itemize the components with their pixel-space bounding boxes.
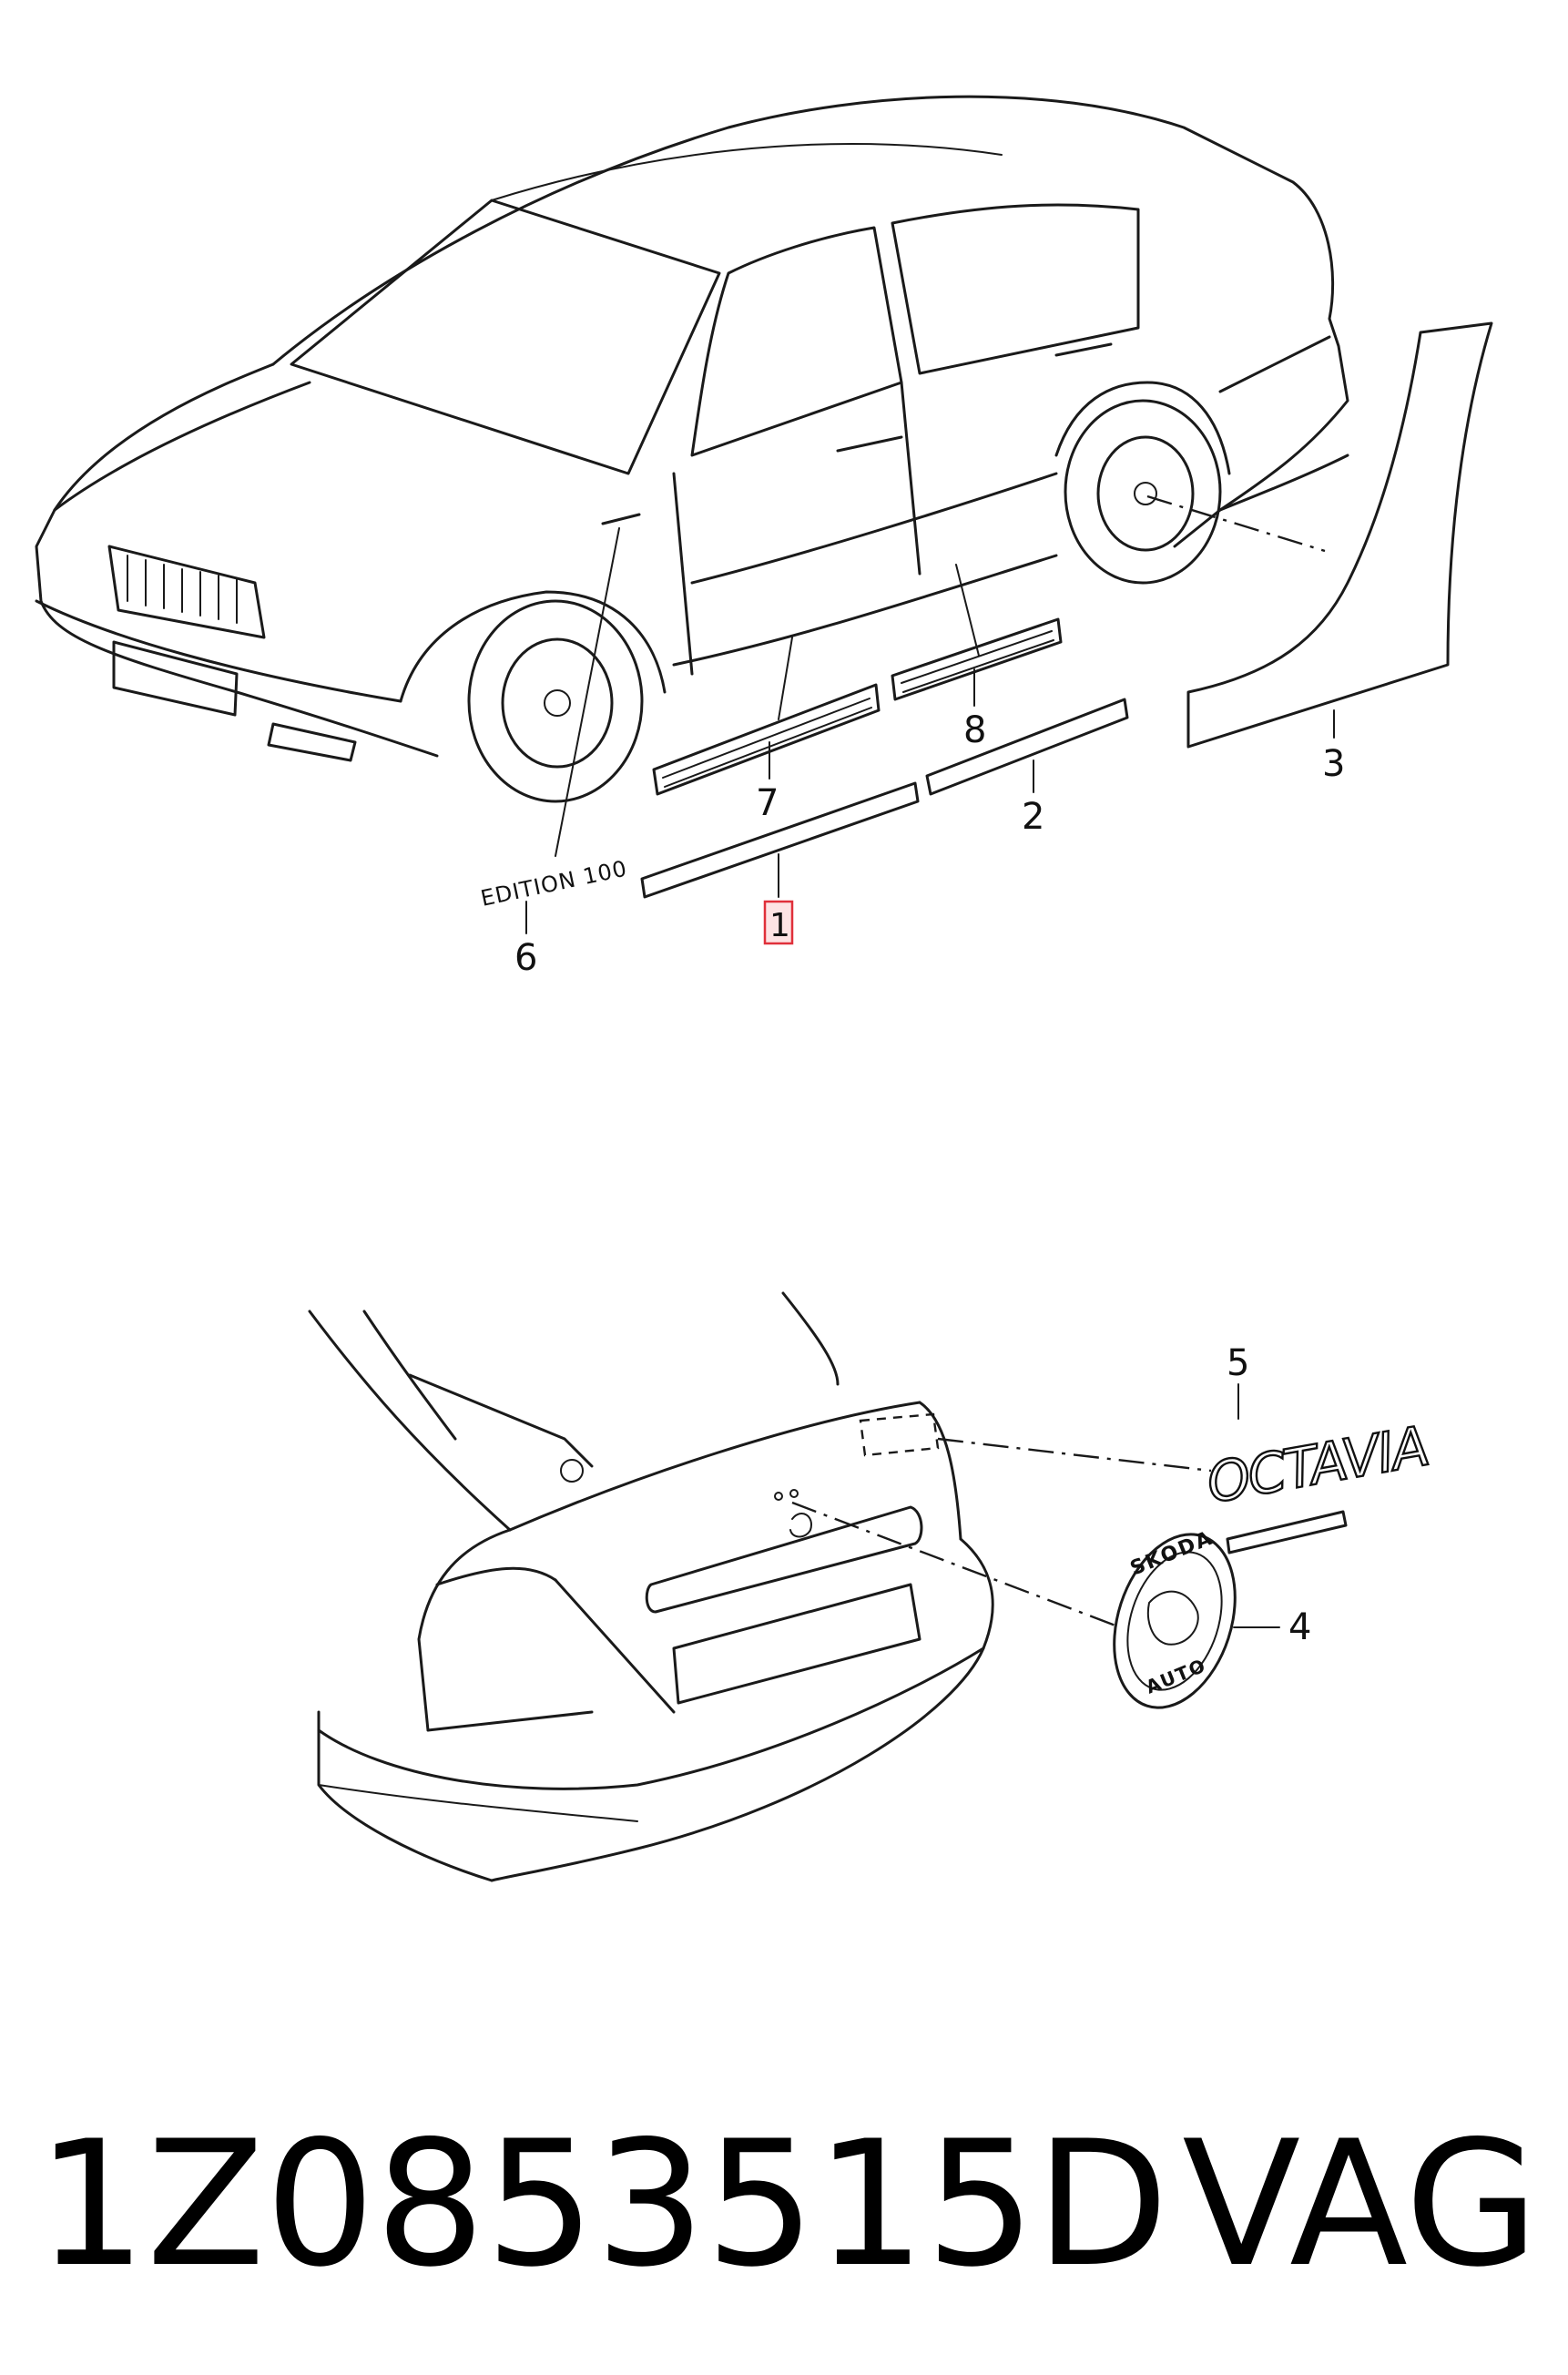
callout-5: 5 [1227, 1342, 1249, 1384]
callout-8: 8 [963, 709, 986, 751]
callout-1: 1 [769, 907, 790, 944]
callout-7: 7 [756, 782, 779, 824]
moulding-part-8 [891, 564, 1063, 707]
part-footer: 1Z0853515D VAG [36, 2095, 1539, 2313]
brand-label: VAG [1182, 2103, 1539, 2305]
skoda-badge-top-text: SKODA [1127, 1526, 1217, 1580]
edition-decal-text: EDITION 100 [478, 855, 629, 911]
panel-part-3 [1146, 321, 1493, 749]
parts-diagram: 7 8 2 3 6 1 EDITION 100 [35, 95, 1493, 1882]
car-rear-view [308, 1291, 1212, 1882]
highlight-box [763, 900, 794, 945]
moulding-part-7 [652, 637, 881, 796]
octavia-badge-part-5: OCTAVIA [1201, 1383, 1433, 1554]
skoda-badge-part-4: SKODA AUTO [1113, 1526, 1280, 1709]
octavia-badge-text: OCTAVIA [1202, 1414, 1432, 1515]
moulding-part-2 [925, 698, 1129, 796]
part-number: 1Z0853515D [36, 2103, 1169, 2305]
callout-1-highlight: 1 [763, 900, 794, 945]
skoda-badge-bottom-text: AUTO [1143, 1654, 1210, 1697]
moulding-part-1 [640, 781, 920, 899]
callout-4: 4 [1288, 1606, 1311, 1648]
car-side-view [35, 95, 1349, 803]
decal-part-6 [525, 527, 620, 934]
callout-2: 2 [1022, 796, 1044, 838]
callout-6: 6 [514, 937, 537, 979]
callout-3: 3 [1322, 743, 1345, 785]
